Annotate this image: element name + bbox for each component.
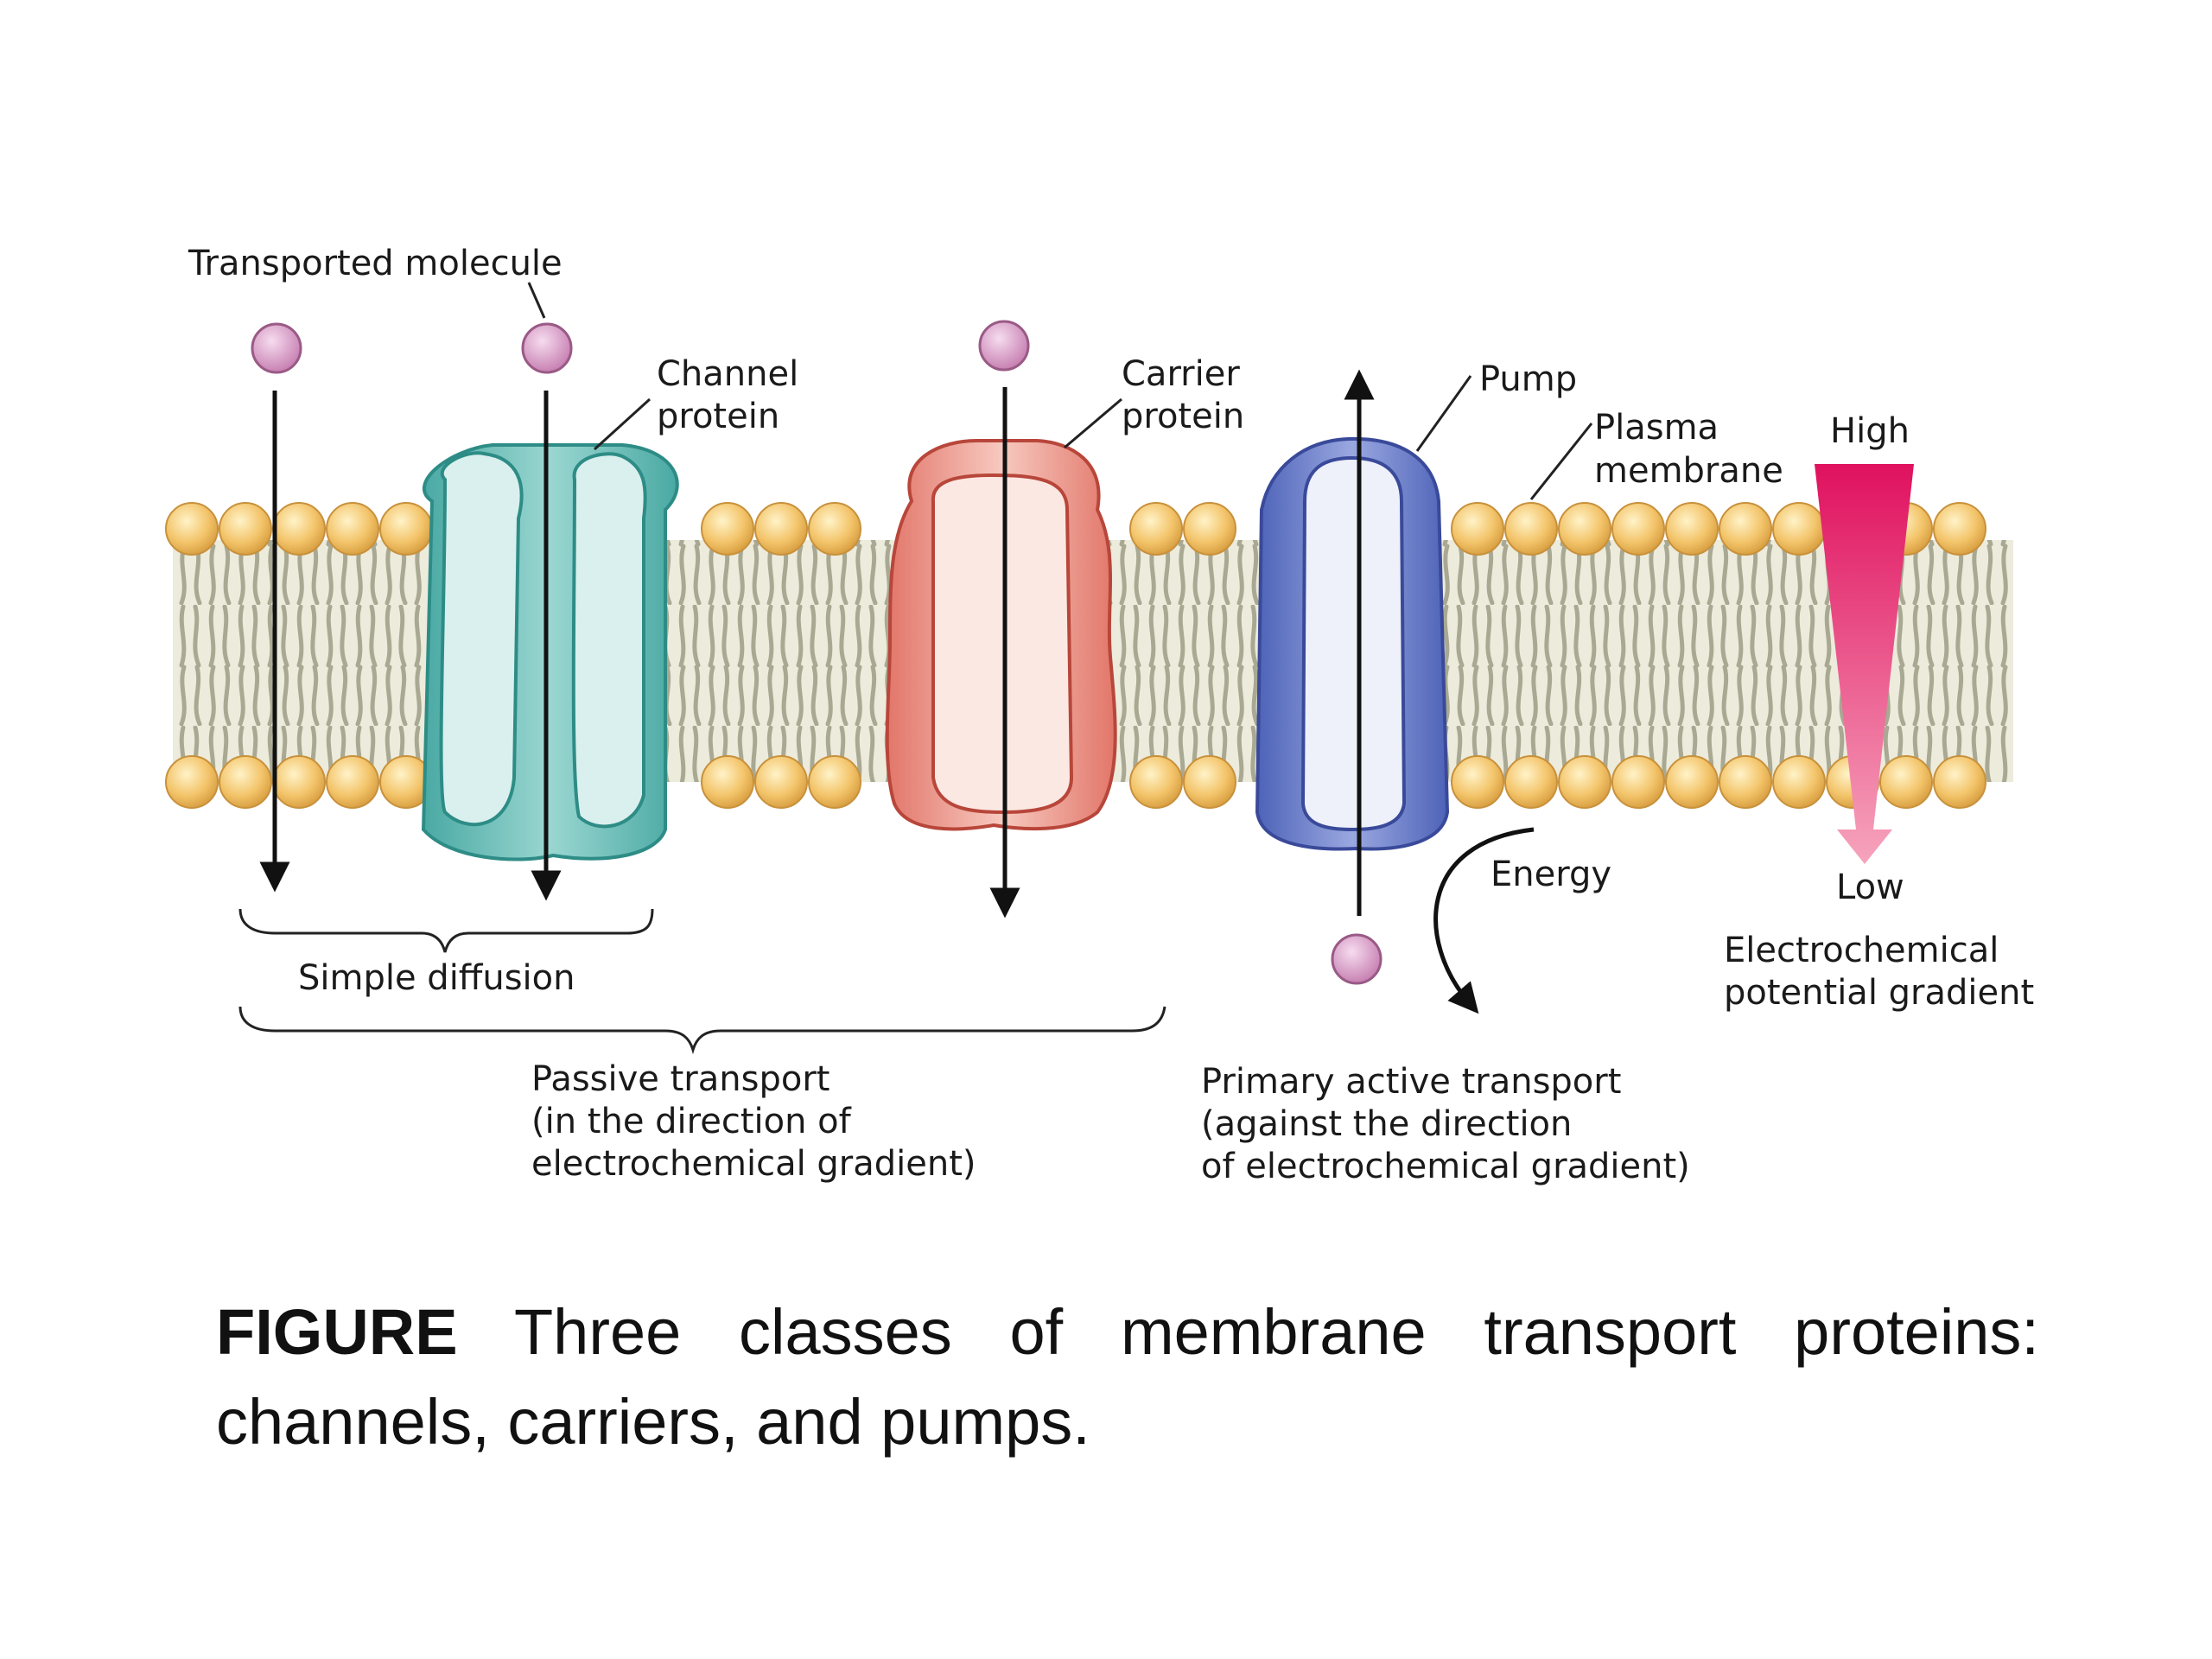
braces xyxy=(238,908,1166,1055)
gradient-low-label: Low xyxy=(1836,868,1904,907)
lipid-head xyxy=(1719,755,1772,809)
transported-molecule-icon xyxy=(978,320,1030,372)
lipid-head xyxy=(1611,755,1665,809)
carrier-protein-label-line2: protein xyxy=(1122,397,1244,436)
lipid-head xyxy=(1129,502,1183,556)
pump-icon xyxy=(1255,436,1450,851)
caption-bold: FIGURE xyxy=(216,1296,458,1368)
leader-lines xyxy=(527,282,1593,500)
lipid-head xyxy=(1772,502,1826,556)
channel-protein-icon xyxy=(421,443,679,861)
lipid-head xyxy=(326,755,379,809)
lipid-head xyxy=(1129,755,1183,809)
lipid-head xyxy=(272,755,326,809)
lipid-head xyxy=(165,755,219,809)
passive-transport-label-line2: (in the direction of xyxy=(531,1102,852,1141)
lipid-head xyxy=(754,755,808,809)
lipid-head xyxy=(1451,755,1504,809)
lipid-head xyxy=(219,755,272,809)
transported-molecule-icon xyxy=(1331,933,1382,985)
transported-molecule-icon xyxy=(521,322,573,374)
lipid-head xyxy=(808,502,861,556)
lipid-head xyxy=(1611,502,1665,556)
transport-arrows xyxy=(259,369,1535,1014)
plasma-membrane-label: Plasma xyxy=(1594,408,1719,448)
lipid-head xyxy=(326,502,379,556)
lipid-head xyxy=(808,755,861,809)
lipid-head xyxy=(1719,502,1772,556)
active-transport-label: Primary active transport xyxy=(1201,1062,1621,1102)
plasma-membrane-label-line2: membrane xyxy=(1594,451,1783,491)
gradient-label-line2: potential gradient xyxy=(1724,973,2034,1013)
gradient-high-label: High xyxy=(1830,411,1910,451)
lipid-head xyxy=(1665,755,1719,809)
lipid-head xyxy=(1451,502,1504,556)
lipid-head xyxy=(701,502,754,556)
lipid-head xyxy=(754,502,808,556)
figure-caption: FIGURE Three classes of membrane transpo… xyxy=(216,1287,2039,1467)
transported-molecule-label: Transported molecule xyxy=(188,244,563,283)
passive-transport-label-line3: electrochemical gradient) xyxy=(531,1144,976,1184)
transported-molecule-icon xyxy=(251,322,302,374)
pump-label: Pump xyxy=(1479,359,1577,399)
labels: Transported molecule Channel protein Car… xyxy=(188,244,2034,1186)
lipid-head xyxy=(1504,755,1558,809)
lipid-head xyxy=(1504,502,1558,556)
carrier-protein-label: Carrier xyxy=(1122,354,1240,394)
lipid-head xyxy=(379,502,433,556)
lipid-head xyxy=(1558,502,1611,556)
lipid-head xyxy=(1933,502,1986,556)
active-transport-label-line2: (against the direction xyxy=(1201,1104,1572,1144)
channel-protein-label: Channel xyxy=(657,354,798,394)
lipid-head xyxy=(219,502,272,556)
transported-molecules xyxy=(251,320,1382,985)
gradient-label: Electrochemical xyxy=(1724,931,1999,970)
lipid-head xyxy=(1183,502,1236,556)
gradient-arrow-icon xyxy=(1815,464,1914,864)
lipid-head xyxy=(1879,755,1933,809)
energy-label: Energy xyxy=(1491,855,1611,894)
lipid-head xyxy=(272,502,326,556)
lipid-head xyxy=(1772,755,1826,809)
channel-protein-label-line2: protein xyxy=(657,397,779,436)
carrier-protein-icon xyxy=(885,439,1117,831)
active-transport-label-line3: of electrochemical gradient) xyxy=(1201,1147,1690,1186)
simple-diffusion-label: Simple diffusion xyxy=(298,958,575,998)
lipid-head xyxy=(165,502,219,556)
lipid-head xyxy=(1183,755,1236,809)
lipid-head xyxy=(701,755,754,809)
lipid-head xyxy=(1665,502,1719,556)
lipid-head xyxy=(1558,755,1611,809)
passive-transport-label: Passive transport xyxy=(531,1059,830,1099)
caption-text: Three classes of membrane transport prot… xyxy=(216,1296,2039,1458)
lipid-head xyxy=(1933,755,1986,809)
